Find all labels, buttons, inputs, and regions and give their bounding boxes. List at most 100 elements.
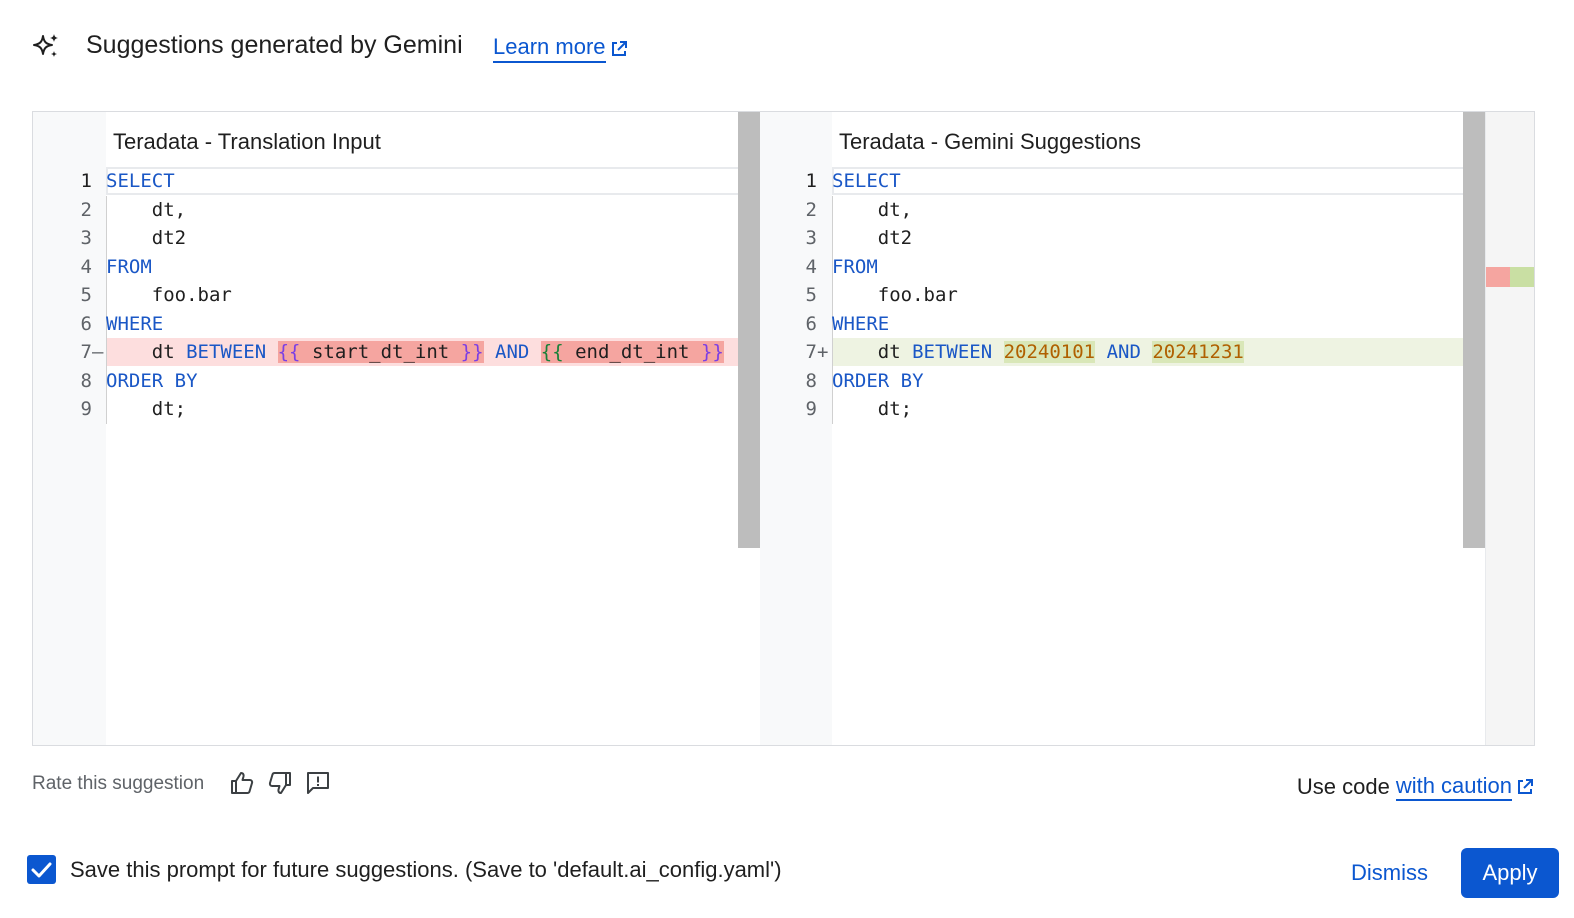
right-code-line: dt2 [832,224,912,252]
rate-suggestion-label: Rate this suggestion [32,773,205,794]
right-code-line: dt, [832,196,912,224]
apply-button[interactable]: Apply [1461,848,1559,898]
code-token: dt, [106,198,187,221]
right-indent-guide [832,195,833,424]
code-token: ORDER BY [832,369,924,392]
right-line-number: 2 [805,198,817,221]
right-code-line: WHERE [832,310,889,338]
code-token: foo.bar [106,284,232,306]
right-code-line: SELECT [832,167,901,195]
right-line-number: 9 [805,398,817,420]
report-feedback-icon[interactable] [305,770,331,796]
right-code-line: dt BETWEEN 20240101 AND 20241231 [832,338,1244,366]
code-token: FROM [106,255,152,278]
learn-more-link[interactable]: Learn more [493,34,628,63]
overview-deletion-marker [1486,267,1510,287]
left-code-line: ORDER BY [106,367,198,395]
code-token: start_dt_int [300,341,461,363]
left-line-number: 5 [80,284,92,306]
code-token: FROM [832,255,878,278]
left-scrollbar-thumb[interactable] [738,112,760,548]
code-token: foo.bar [832,284,958,306]
thumbs-up-icon[interactable] [229,770,255,796]
code-token: dt; [106,398,187,420]
code-token: WHERE [106,312,164,335]
diff-editor[interactable]: Teradata - Translation Input 1 SELECT 2 dt… [32,111,1535,746]
code-token [484,341,495,363]
overview-insertion-marker [1510,267,1534,287]
code-token: dt, [832,198,913,221]
thumbs-down-icon[interactable] [267,770,293,796]
left-line-number: 7 [80,341,92,363]
code-token: SELECT [106,170,175,192]
right-line-number: 4 [805,255,817,278]
code-token: AND [1106,341,1141,363]
left-code-line: foo.bar [106,281,232,309]
right-code-line: foo.bar [832,281,958,309]
left-line-number: 2 [80,198,92,221]
diff-overview-ruler[interactable] [1485,112,1534,745]
left-code-line: FROM [106,253,152,281]
external-link-icon [611,40,627,56]
use-code-prefix: Use code [1296,774,1390,799]
left-current-line-highlight [106,167,760,195]
dialog-title: Suggestions generated by Gemini [86,31,463,59]
code-token [266,341,277,363]
left-line-number: 9 [80,398,92,420]
code-token [992,341,1003,363]
left-pane-title: Teradata - Translation Input [113,129,381,154]
right-line-number: 6 [805,312,817,335]
left-line-number: 6 [80,312,92,335]
left-line-number: 3 [80,227,92,249]
code-token: }} [700,341,724,363]
right-code-line: ORDER BY [832,367,924,395]
code-token: BETWEEN [186,341,267,363]
with-caution-link[interactable]: with caution [1395,773,1512,801]
left-indent-guide [106,195,107,424]
deletion-marker: — [92,341,104,363]
right-line-number: 8 [805,369,817,392]
left-line-number: 1 [80,170,92,192]
code-token: dt2 [106,227,187,249]
save-prompt-checkbox[interactable] [27,855,56,884]
left-code-line: SELECT [106,167,175,195]
checkmark-icon [31,862,52,878]
right-line-number: 1 [805,170,817,192]
right-code-line: dt; [832,395,912,423]
left-code-line: dt, [106,196,186,224]
right-gutter [760,112,832,745]
code-token: BETWEEN [912,341,993,363]
left-line-number: 8 [80,369,92,392]
code-token: ORDER BY [106,369,198,392]
code-token: dt [106,341,187,363]
right-line-number: 7 [805,341,817,363]
use-code-with-caution: Use code with caution [1297,773,1534,801]
right-code-line: FROM [832,253,878,281]
left-code-line: dt2 [106,224,186,252]
left-code-line: WHERE [106,310,163,338]
sparkle-icon [33,34,58,57]
code-token: AND [495,341,530,363]
right-pane-title: Teradata - Gemini Suggestions [839,129,1142,154]
code-token: 20241231 [1152,341,1244,363]
code-token: dt2 [832,227,913,249]
code-token [1141,341,1152,363]
learn-more-label: Learn more [493,34,606,63]
code-token [529,341,540,363]
insertion-marker: + [817,341,829,363]
left-line-number: 4 [80,255,92,278]
left-code-line: dt; [106,395,186,423]
right-scrollbar-thumb[interactable] [1463,112,1485,548]
code-token: 20240101 [1003,341,1096,363]
code-token [1095,341,1106,363]
dismiss-button[interactable]: Dismiss [1351,860,1428,885]
external-link-icon [1518,779,1533,794]
right-line-number: 5 [805,284,817,306]
code-token: {{ [277,341,301,363]
code-token: end_dt_int [563,341,701,363]
save-prompt-label: Save this prompt for future suggestions.… [70,857,782,882]
code-token: dt; [832,398,913,420]
code-token: WHERE [832,312,890,335]
code-token: SELECT [832,170,901,192]
left-code-line: dt BETWEEN {{ start_dt_int }} AND {{ end… [106,338,724,366]
